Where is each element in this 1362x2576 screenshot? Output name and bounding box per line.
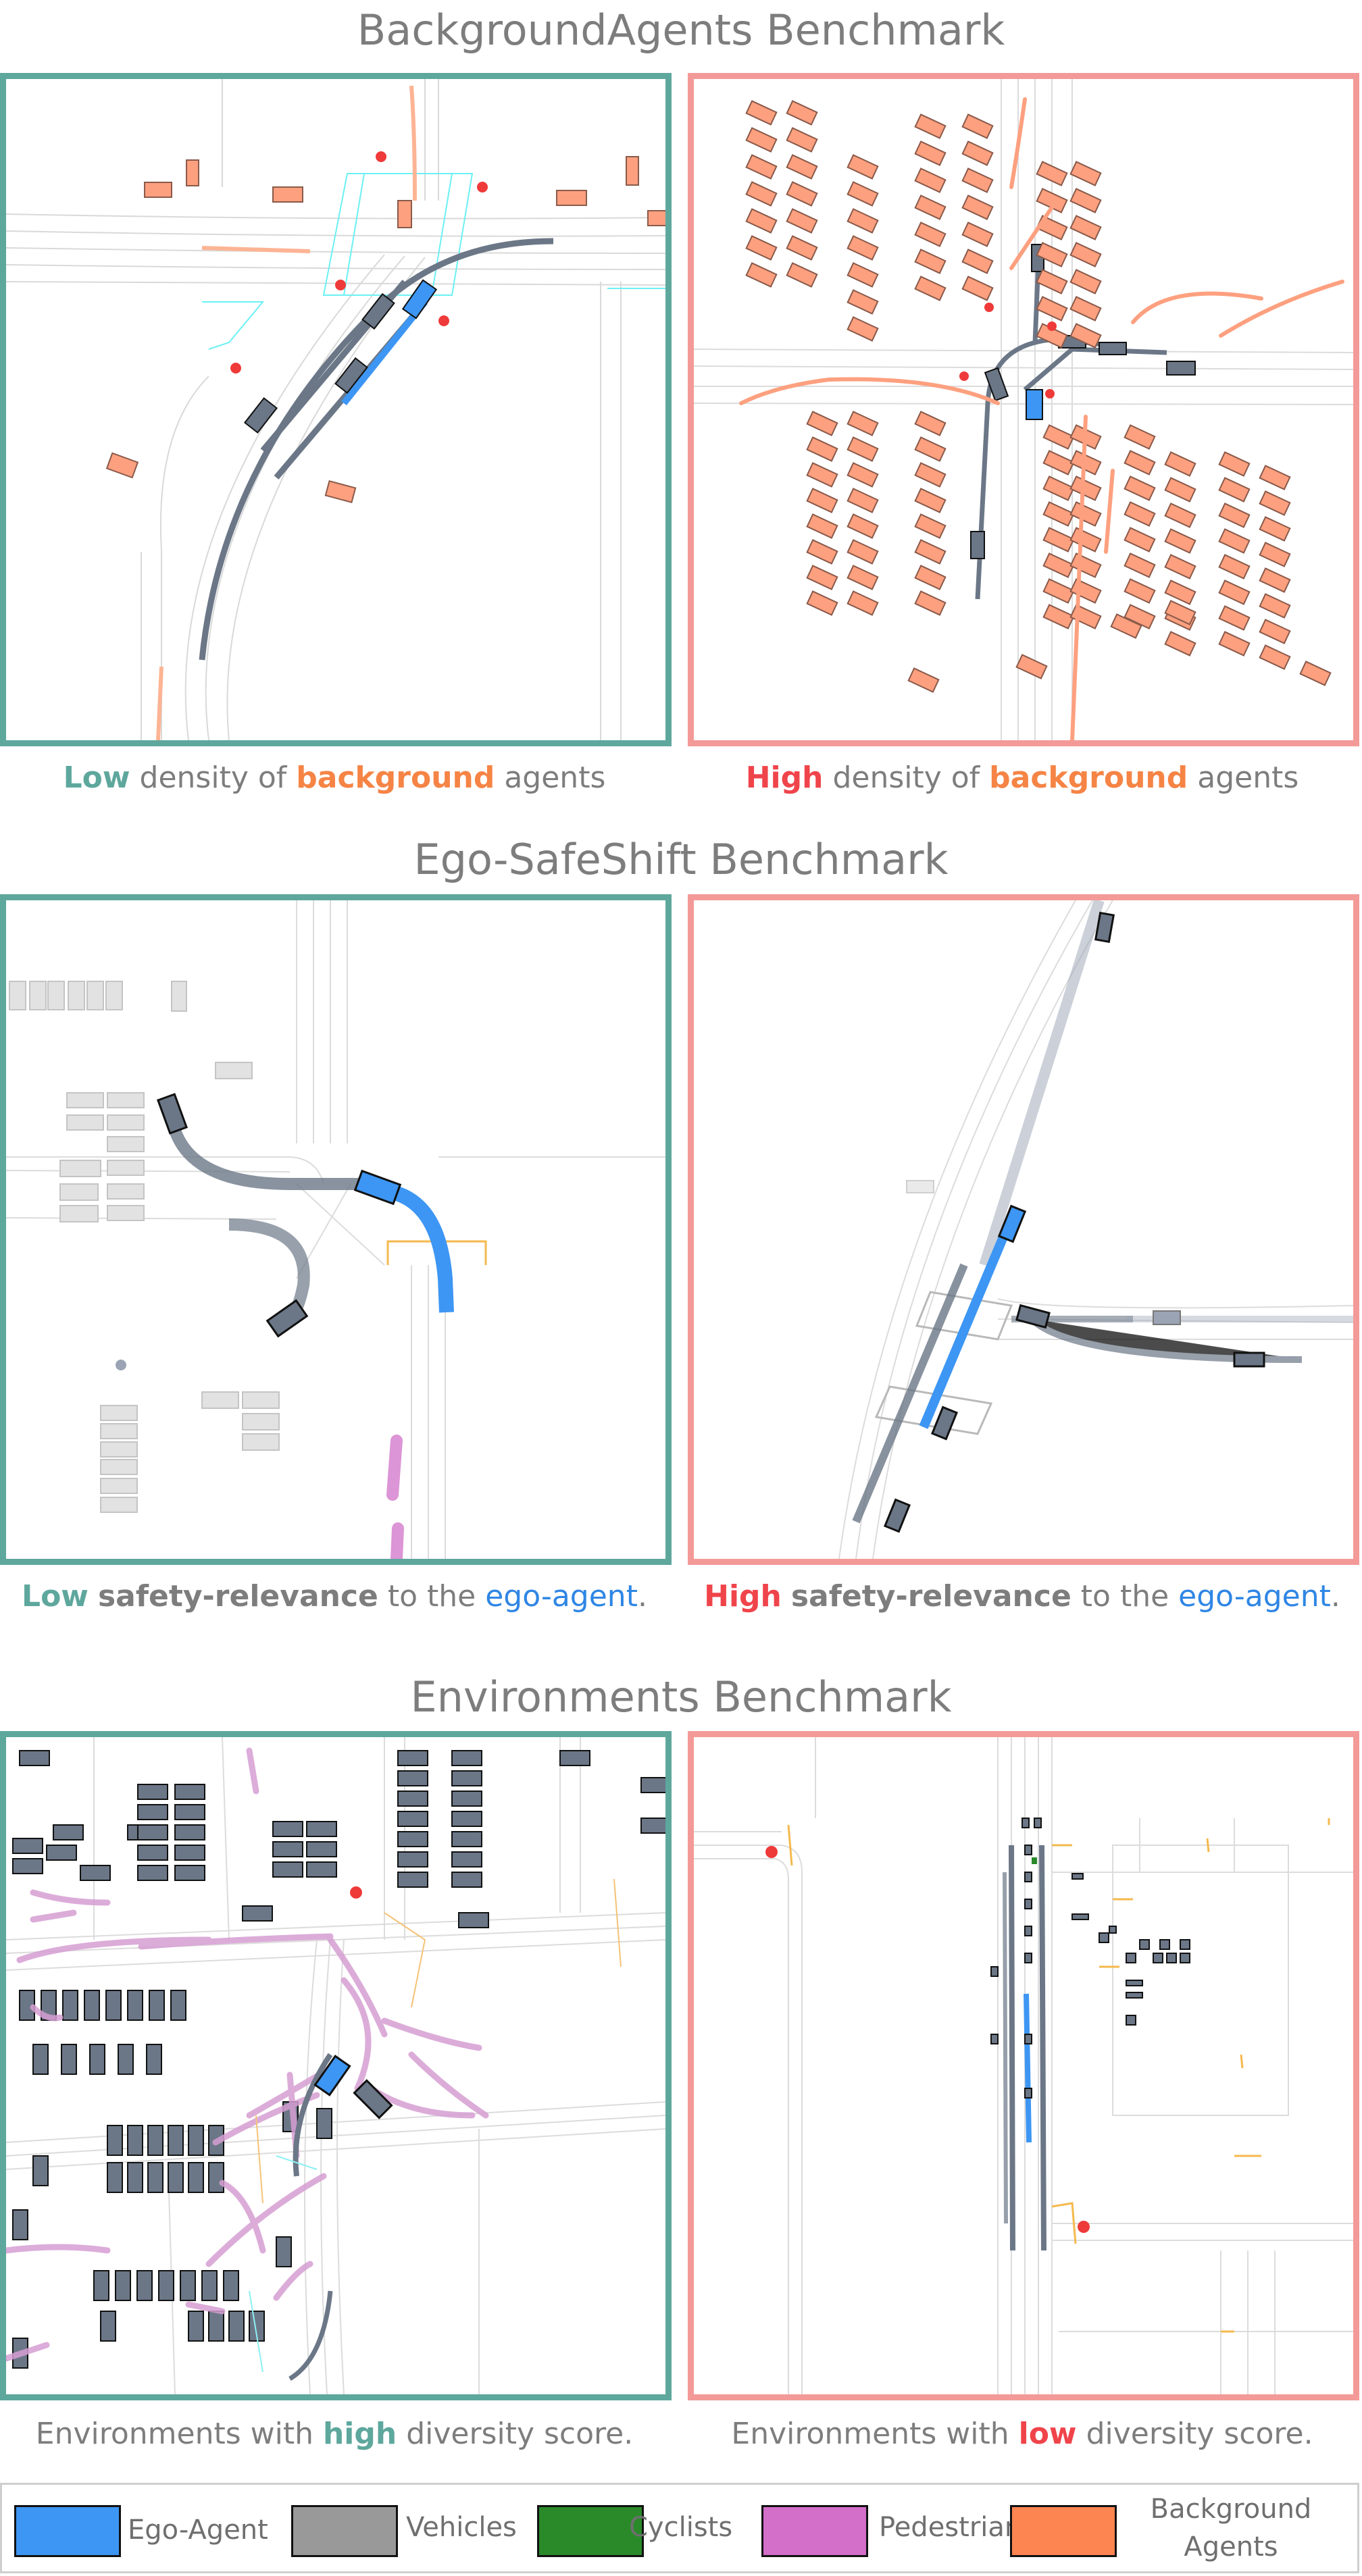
caption-ego-high: High safety-relevance to the ego-agent.	[688, 1579, 1357, 1614]
legend-label-ego-agent: Ego-Agent	[128, 2515, 268, 2546]
caption-env-high-w1: Environments with	[35, 2417, 323, 2451]
caption-bg-high-w3: background	[989, 761, 1188, 795]
caption-env-high-w3: diversity score.	[397, 2417, 634, 2451]
bg-low-density-panel	[0, 73, 672, 746]
caption-ego-high-w2	[782, 1579, 791, 1614]
legend-label-vehicles: Vehicles	[406, 2512, 517, 2543]
caption-bg-low-w3: background	[296, 761, 495, 795]
legend-label-background-agents: Background Agents	[1150, 2494, 1312, 2562]
legend-swatch-background-agents	[1010, 2505, 1117, 2557]
caption-env-low-w1: Environments with	[731, 2417, 1019, 2451]
caption-env-low-w3: diversity score.	[1076, 2417, 1313, 2451]
caption-ego-low-w6: .	[637, 1579, 647, 1614]
caption-bg-low-w2: density of	[130, 761, 297, 795]
bg-low-density-map	[6, 79, 665, 740]
env-low-diversity-panel	[688, 1731, 1359, 2400]
caption-bg-high-w4: agents	[1188, 761, 1299, 795]
ego-high-relevance-panel	[688, 894, 1359, 1565]
caption-ego-low-w1: Low	[22, 1579, 89, 1614]
legend-label-pedestrians: Pedestrians	[879, 2512, 1036, 2543]
caption-bg-high: High density of background agents	[688, 761, 1357, 795]
bg-high-density-map	[694, 79, 1353, 740]
legend-swatch-vehicles	[291, 2505, 398, 2557]
legend-swatch-ego-agent	[14, 2505, 121, 2557]
caption-ego-low: Low safety-relevance to the ego-agent.	[0, 1579, 669, 1614]
ego-low-relevance-panel	[0, 894, 672, 1565]
legend: Ego-Agent Vehicles Cyclists Pedestrians …	[0, 2483, 1359, 2573]
legend-swatch-cyclists	[537, 2505, 644, 2557]
caption-env-low-w2: low	[1018, 2417, 1077, 2451]
caption-bg-low: Low density of background agents	[0, 761, 669, 795]
ego-low-relevance-map	[6, 900, 665, 1559]
caption-ego-high-w3: safety-relevance	[790, 1579, 1071, 1614]
caption-ego-high-w6: .	[1330, 1579, 1340, 1614]
section-title-environments: Environments Benchmark	[410, 1672, 952, 1722]
env-high-diversity-panel	[0, 1731, 672, 2400]
caption-env-high: Environments with high diversity score.	[0, 2417, 669, 2451]
env-high-diversity-map	[6, 1737, 665, 2394]
caption-ego-low-w5: ego-agent	[485, 1579, 638, 1614]
caption-env-high-w2: high	[322, 2417, 397, 2451]
caption-ego-high-w1: High	[704, 1579, 782, 1614]
caption-ego-low-w3: safety-relevance	[97, 1579, 378, 1614]
caption-ego-low-w4: to the	[378, 1579, 486, 1614]
legend-label-cyclists: Cyclists	[629, 2512, 733, 2543]
ego-high-relevance-map	[838, 900, 1353, 1559]
env-low-diversity-map	[694, 1737, 1353, 2394]
section-title-background-agents: BackgroundAgents Benchmark	[357, 5, 1005, 55]
caption-ego-high-w4: to the	[1071, 1579, 1179, 1614]
caption-env-low: Environments with low diversity score.	[688, 2417, 1357, 2451]
caption-ego-low-w2	[89, 1579, 98, 1614]
bg-high-density-panel	[688, 73, 1359, 746]
caption-bg-low-w1: Low	[63, 761, 130, 795]
caption-bg-high-w2: density of	[823, 761, 990, 795]
section-title-ego-safeshift: Ego-SafeShift Benchmark	[413, 835, 949, 884]
legend-swatch-pedestrians	[761, 2505, 868, 2557]
caption-ego-high-w5: ego-agent	[1178, 1579, 1331, 1614]
caption-bg-high-w1: High	[745, 761, 824, 795]
caption-bg-low-w4: agents	[495, 761, 606, 795]
